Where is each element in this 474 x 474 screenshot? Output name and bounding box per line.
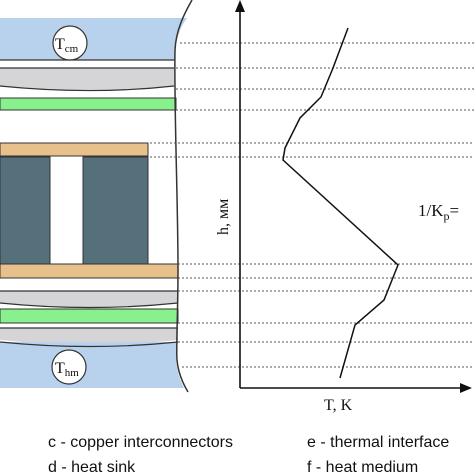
top-interface-bottom-edge [0,85,175,92]
layer-stack [0,0,193,393]
y-axis-label: h, мм [215,199,232,235]
legend-item-e: e - thermal interface [307,434,449,451]
svg-text:Tcm: Tcm [55,36,79,55]
t-hot-subscript: hm [65,367,80,379]
t-cold-circle [52,25,88,61]
top-copper-bar [0,142,149,157]
bottom-interface-layer [0,291,178,308]
temperature-profile-line [282,27,399,379]
x-axis-arrow [460,383,472,393]
t-cold-subscript: cm [65,43,79,55]
t-hot-marker: Thm [51,349,87,385]
t-cold-label: T [55,36,65,53]
legend: c - copper interconnectors e - thermal i… [48,434,449,474]
lower-gray-layer [0,328,178,345]
x-axis-label: T, K [324,397,353,414]
t-cold-marker: Tcm [52,25,88,61]
cold-medium-layer [0,18,187,60]
bottom-interface-edges [0,290,179,309]
guide-lines [150,42,474,368]
kp-equals: = [450,201,460,220]
svg-text:1/Kp=: 1/Kp= [418,201,459,223]
pellet-right [82,156,149,265]
y-axis-arrow [235,0,245,12]
top-green-layer [0,97,177,111]
t-hot-circle [51,349,87,385]
bottom-green-layer [0,308,179,324]
legend-item-d: d - heat sink [48,459,136,474]
legend-item-f: f - heat medium [307,459,418,474]
hot-medium-layer [0,342,184,388]
top-interface-layer [0,68,174,91]
svg-text:Thm: Thm [55,360,79,379]
profile-plot: h, мм T, K 1/Kp= [215,0,472,414]
hot-medium-top-edge [0,341,179,348]
kp-subscript: p [444,209,450,223]
pellet-left [0,156,51,265]
kp-label: 1/K [418,201,444,220]
cut-line [174,0,193,393]
bottom-copper-bar [0,263,179,279]
t-hot-label: T [55,360,65,377]
legend-item-c: c - copper interconnectors [48,434,233,451]
